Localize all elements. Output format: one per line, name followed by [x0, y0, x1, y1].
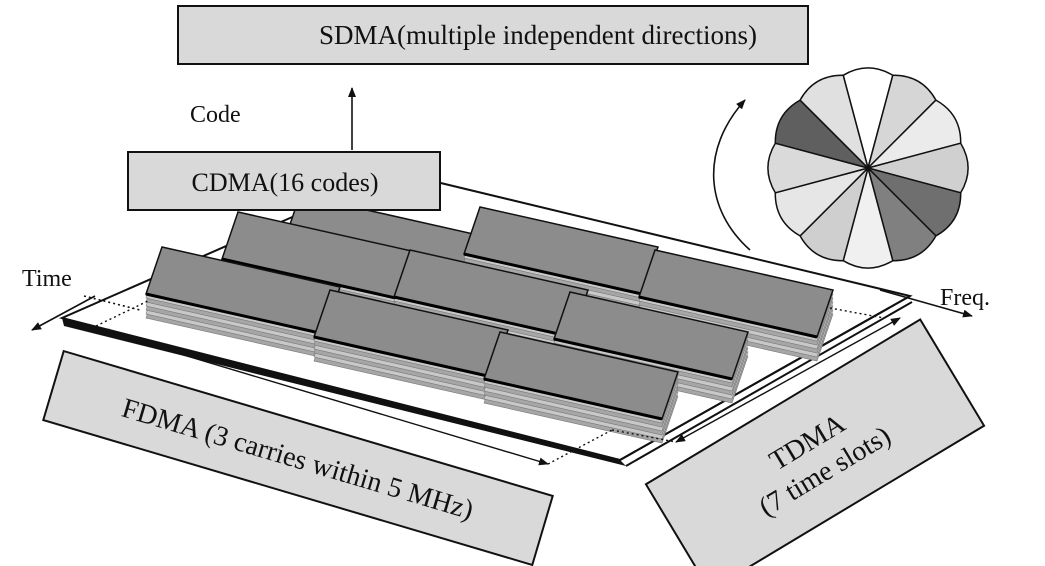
time-axis-label: Time	[22, 266, 72, 292]
freq-axis-arrow	[879, 289, 973, 318]
tdma-dimension-arrow	[675, 317, 901, 443]
sector-antenna-pattern	[767, 67, 969, 269]
sdma-label: SDMA(multiple independent directions)	[319, 20, 757, 50]
sdma-box: SDMA(multiple independent directions)	[177, 5, 809, 65]
beam-direction-arrow	[712, 99, 751, 251]
antenna-sector	[799, 74, 870, 171]
cdma-label: CDMA(16 codes)	[191, 168, 378, 197]
time-axis-arrow	[31, 295, 96, 331]
freq-axis-label: Freq.	[940, 285, 990, 311]
cdma-box: CDMA(16 codes)	[127, 151, 441, 211]
fdma-dimension-arrow	[99, 328, 549, 466]
code-axis-label: Code	[190, 102, 241, 128]
